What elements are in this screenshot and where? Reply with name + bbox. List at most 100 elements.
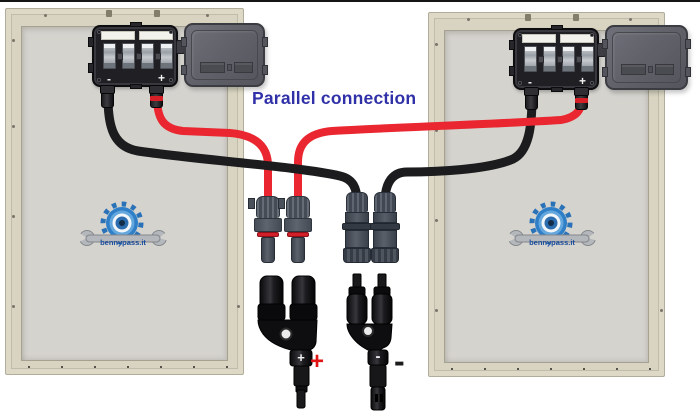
diode-jumper <box>557 56 563 63</box>
negative-terminal-marking: - <box>528 75 532 89</box>
frame-notch <box>154 10 160 17</box>
terminal-clamp <box>524 46 537 72</box>
label-strip <box>522 34 556 43</box>
logo-text: bennypass.it <box>100 238 146 247</box>
y-branch-connector-positive: + <box>257 275 318 409</box>
gear-icon <box>100 201 144 245</box>
cable-negative-right-panel <box>380 92 537 207</box>
terminal-clamp <box>103 43 116 69</box>
mounting-hole <box>279 327 293 341</box>
box-clip <box>509 40 515 50</box>
lid-tab <box>602 67 608 77</box>
box-clip <box>88 37 94 47</box>
terminal-clamp <box>562 46 575 72</box>
gland-nut <box>286 196 310 218</box>
diode-jumper <box>576 56 582 63</box>
box-screw <box>590 33 594 37</box>
branch-minus-emblem: - <box>376 348 381 365</box>
box-clip <box>551 87 563 92</box>
frame-notch <box>573 14 579 21</box>
terminal-clamp <box>141 43 154 69</box>
frame-notch <box>525 14 531 21</box>
gland-nut <box>374 192 396 212</box>
lid-tab <box>685 39 691 49</box>
connector-neck <box>373 212 397 223</box>
box-screw <box>169 78 173 82</box>
lid-tab <box>181 37 187 47</box>
lid-tab <box>262 65 268 75</box>
diagram-title: Parallel connection <box>252 88 417 108</box>
cable-positive-right-panel <box>294 93 586 210</box>
positive-terminal-marking: + <box>579 74 587 88</box>
cable-positive-left-panel <box>153 93 272 212</box>
box-clip <box>509 66 515 76</box>
lid-label-plate <box>234 62 253 73</box>
lid-label-plate <box>200 62 225 73</box>
label-strip <box>139 31 173 40</box>
wrench-icon <box>506 230 598 246</box>
gland-positive-left <box>149 85 164 108</box>
box-clip <box>130 22 142 27</box>
box-screw <box>169 30 173 34</box>
box-clip <box>88 63 94 73</box>
image-top-border <box>0 0 700 2</box>
mc4-female-connector-negative-1 <box>342 192 372 263</box>
label-strip <box>560 34 594 43</box>
connector-snout <box>291 237 305 263</box>
frame-notch <box>106 10 112 17</box>
box-screw <box>518 81 522 85</box>
logo-text: bennypass.it <box>529 238 575 247</box>
terminal-clamp <box>543 46 556 72</box>
mc4-female-connector-negative-2 <box>370 192 400 263</box>
gear-icon <box>529 201 573 245</box>
lid-emboss <box>648 66 653 73</box>
junction-box-left: - + <box>88 22 178 89</box>
connector-barrel <box>373 230 397 248</box>
connector-snout <box>261 237 275 263</box>
box-screw <box>97 78 101 82</box>
lid-inner-panel <box>612 32 681 83</box>
lid-tab <box>602 39 608 49</box>
bennypass-logo: bennypass.it <box>506 201 598 247</box>
wrench-icon <box>77 230 169 246</box>
diode-jumper <box>538 56 544 63</box>
diode-jumper <box>136 53 142 60</box>
y-branch-connector-negative: - <box>346 273 393 411</box>
lid-tab <box>262 37 268 47</box>
bennypass-logo: bennypass.it <box>77 201 169 247</box>
box-screw <box>518 33 522 37</box>
lid-tab <box>685 67 691 77</box>
mc4-male-connector-positive-1 <box>253 196 283 263</box>
gland-nut <box>256 196 280 218</box>
box-screw <box>97 30 101 34</box>
connector-skirt <box>371 248 399 263</box>
junction-box-lid-left <box>181 23 268 87</box>
lid-tab <box>181 65 187 75</box>
lid-emboss <box>227 64 232 71</box>
diode-jumper <box>155 53 161 60</box>
gland-nut <box>346 192 368 212</box>
mounting-hole <box>362 325 374 337</box>
negative-terminal-marking: - <box>107 72 111 86</box>
positive-polarity-label: + <box>310 348 325 375</box>
gland-negative-left <box>100 85 115 108</box>
frame-screws <box>451 368 453 370</box>
box-screw <box>590 81 594 85</box>
cable-negative-left-panel <box>103 92 362 207</box>
locking-tabs <box>342 223 372 230</box>
connector-skirt <box>343 248 371 263</box>
terminal-clamp <box>122 43 135 69</box>
terminal-clamp <box>160 43 173 69</box>
junction-box-lid-right <box>602 25 691 90</box>
label-strip <box>101 31 135 40</box>
junction-box-right: - + <box>509 25 599 92</box>
connector-body <box>254 218 282 232</box>
gland-negative-right <box>524 87 539 110</box>
box-clip <box>551 25 563 30</box>
mc4-male-connector-positive-2 <box>283 196 313 263</box>
connector-neck <box>345 212 369 223</box>
negative-polarity-label: - <box>394 343 405 379</box>
lid-inner-panel <box>191 30 258 80</box>
